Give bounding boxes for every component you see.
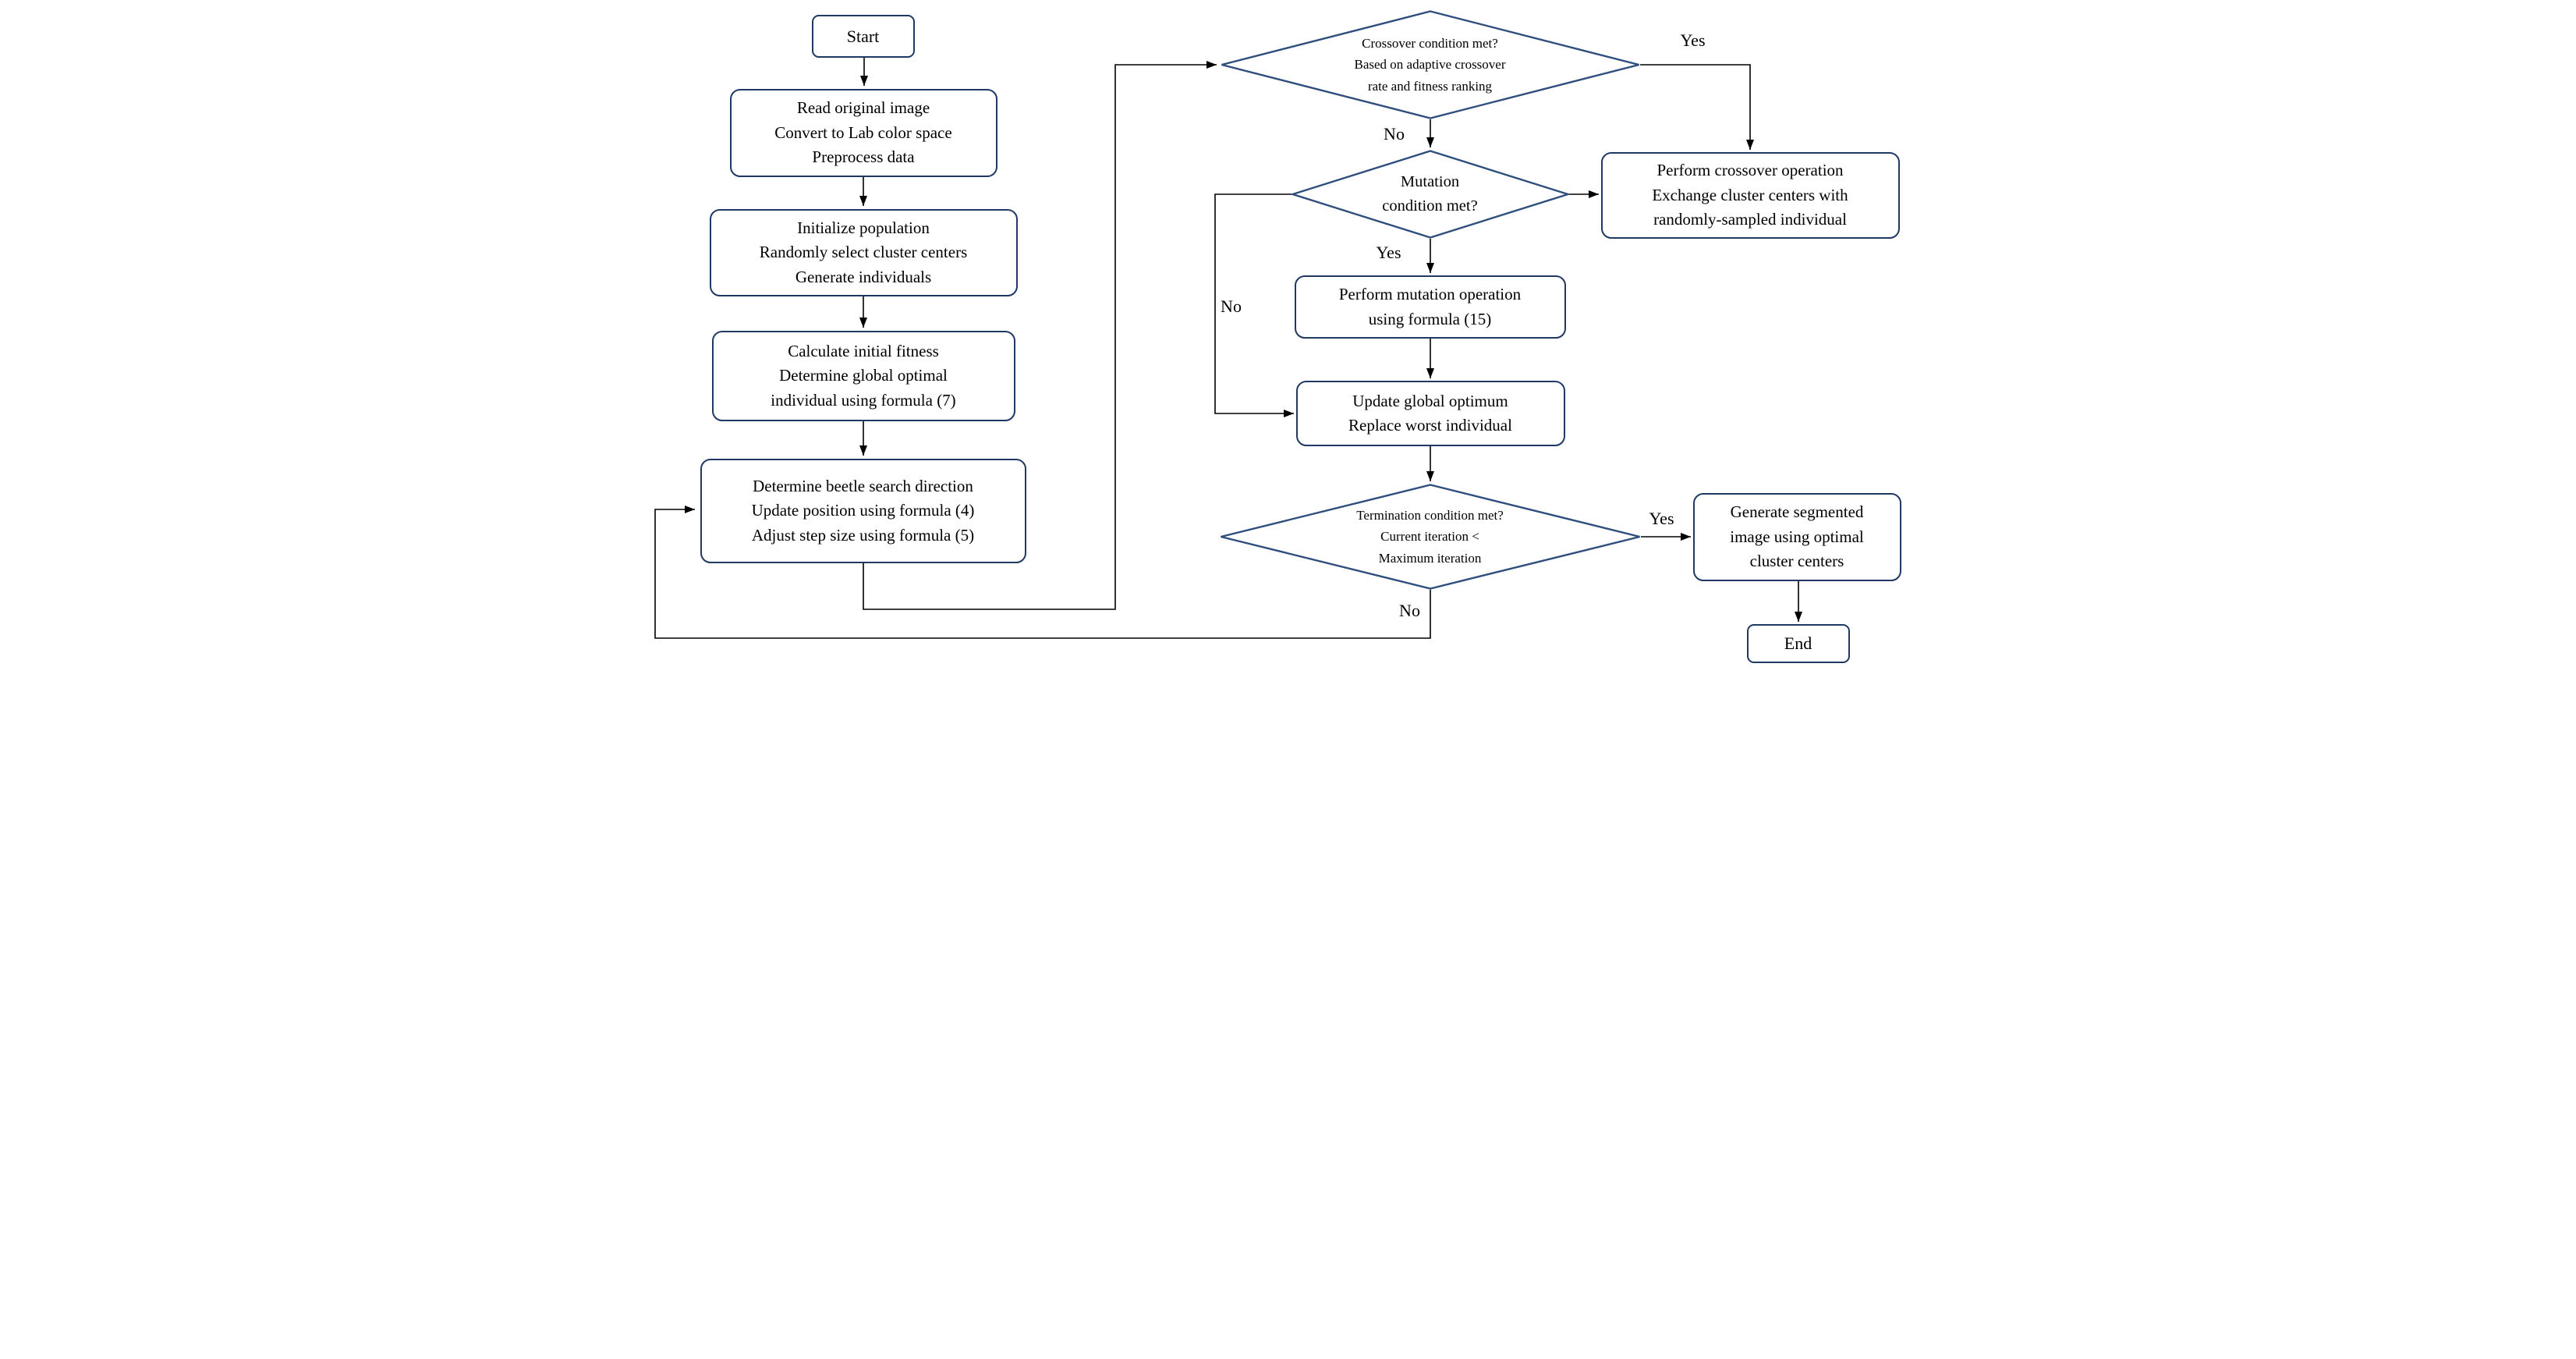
node-preprocess: Read original image Convert to Lab color…	[729, 89, 997, 177]
node-generate-segmented-line3: cluster centers	[1749, 552, 1844, 571]
node-crossover-op-line1: Perform crossover operation	[1657, 161, 1844, 180]
node-mutation-decision-line2: condition met?	[1382, 197, 1478, 215]
node-end-label: End	[1784, 633, 1812, 653]
node-beetle-search-line3: Adjust step size using formula (5)	[751, 525, 975, 545]
node-termination-decision-line3: Maximum iteration	[1378, 550, 1482, 566]
node-beetle-search-line2: Update position using formula (4)	[751, 501, 975, 520]
edge-crossover-yes-branch	[1639, 64, 1754, 150]
crossover-decision-diamond-shape	[1221, 10, 1639, 119]
node-initial-fitness-line2: Determine global optimal	[779, 366, 948, 385]
node-preprocess-line1: Read original image	[796, 98, 930, 118]
node-mutation-op: Perform mutation operation using formula…	[1294, 275, 1566, 339]
label-mutation-yes: Yes	[1376, 243, 1401, 262]
node-preprocess-line2: Convert to Lab color space	[774, 122, 952, 142]
node-mutation-decision-line1: Mutation	[1400, 173, 1460, 191]
node-crossover-decision: Crossover condition met? Based on adapti…	[1221, 10, 1640, 119]
label-crossover-no: No	[1384, 124, 1405, 144]
node-mutation-op-line1: Perform mutation operation	[1338, 285, 1522, 303]
node-start: Start	[811, 15, 915, 58]
node-termination-decision: Termination condition met? Current itera…	[1220, 484, 1641, 590]
node-initial-fitness: Calculate initial fitness Determine glob…	[711, 331, 1015, 421]
node-crossover-op-line3: randomly-sampled individual	[1653, 210, 1847, 229]
node-generate-segmented: Generate segmented image using optimal c…	[1692, 493, 1901, 581]
node-init-population-line2: Randomly select cluster centers	[759, 243, 968, 262]
node-crossover-op: Perform crossover operation Exchange clu…	[1600, 152, 1900, 239]
node-crossover-decision-line1: Crossover condition met?	[1362, 35, 1498, 51]
node-generate-segmented-line1: Generate segmented	[1730, 502, 1864, 522]
label-termination-yes: Yes	[1649, 509, 1674, 528]
node-generate-segmented-line2: image using optimal	[1730, 527, 1864, 546]
label-mutation-no: No	[1221, 296, 1242, 316]
node-preprocess-line3: Preprocess data	[812, 147, 915, 167]
label-crossover-yes: Yes	[1680, 30, 1706, 50]
termination-decision-diamond-shape	[1220, 484, 1640, 590]
node-init-population-line1: Initialize population	[797, 218, 930, 237]
node-initial-fitness-line1: Calculate initial fitness	[788, 341, 939, 360]
node-termination-decision-line2: Current iteration <	[1380, 529, 1479, 545]
node-init-population-line3: Generate individuals	[795, 267, 932, 286]
node-mutation-op-line2: using formula (15)	[1368, 309, 1492, 328]
node-crossover-op-line2: Exchange cluster centers with	[1652, 185, 1848, 204]
node-end: End	[1746, 624, 1850, 663]
node-update-optimum: Update global optimum Replace worst indi…	[1295, 381, 1565, 446]
node-termination-decision-line1: Termination condition met?	[1356, 507, 1504, 523]
label-termination-no: No	[1399, 601, 1420, 620]
node-update-optimum-line2: Replace worst individual	[1348, 416, 1512, 435]
flowchart-diagram: Start Read original image Convert to Lab…	[643, 0, 1933, 680]
node-update-optimum-line1: Update global optimum	[1352, 391, 1508, 410]
mutation-decision-diamond-shape	[1291, 150, 1569, 239]
node-initial-fitness-line3: individual using formula (7)	[771, 390, 956, 410]
node-beetle-search: Determine beetle search direction Update…	[700, 459, 1026, 563]
node-beetle-search-line1: Determine beetle search direction	[753, 476, 973, 495]
node-mutation-decision: Mutation condition met?	[1291, 150, 1569, 239]
node-crossover-decision-line3: rate and fitness ranking	[1367, 78, 1493, 94]
node-start-label: Start	[846, 26, 880, 46]
node-crossover-decision-line2: Based on adaptive crossover	[1354, 57, 1506, 73]
node-init-population: Initialize population Randomly select cl…	[709, 209, 1018, 296]
